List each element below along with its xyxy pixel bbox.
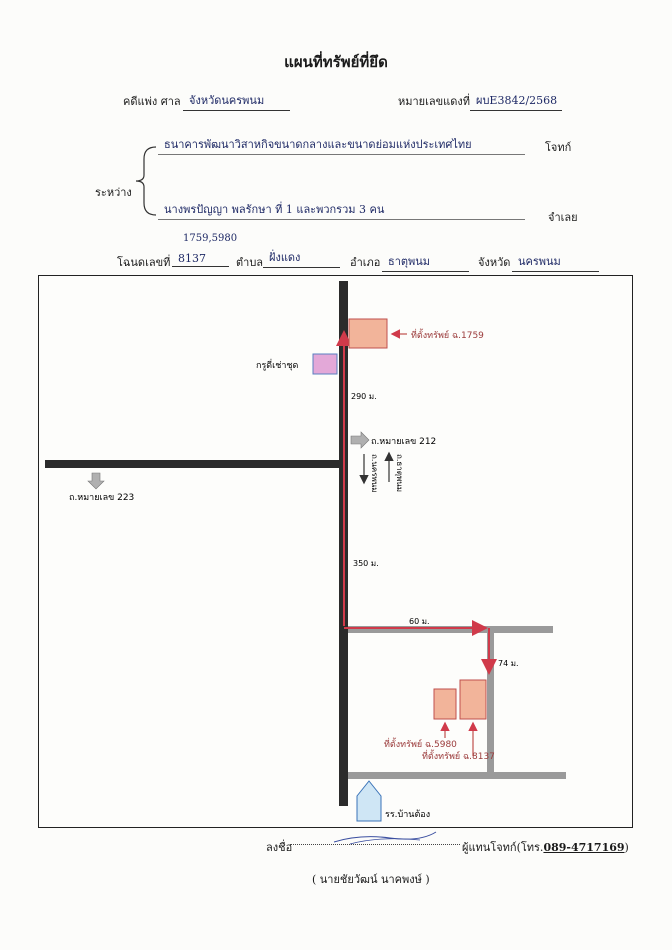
- direction-down-label: ถ.นครพนม: [370, 454, 379, 493]
- defendant-name: นางพรปัญญา พลรักษา ที่ 1 และพวกรวม 3 คน: [158, 200, 525, 220]
- property-5980-plot: [433, 688, 457, 720]
- plaintiff-name: ธนาคารพัฒนาวิสาหกิจขนาดกลางและขนาดย่อมแห…: [158, 135, 525, 155]
- case-number: ผบE3842/2568: [470, 91, 562, 111]
- school-icon: [356, 780, 382, 822]
- road-212-label: ถ.หมายเลข 212: [371, 437, 436, 447]
- deed-number: 8137: [172, 252, 229, 267]
- map-canvas: ที่ตั้งทรัพย์ ฉ.1759 กรูดี่เช่าชุด 290 ม…: [45, 281, 566, 822]
- case-number-label: หมายเลขแดงที่: [398, 95, 470, 108]
- road-horizontal-left: [45, 460, 343, 468]
- distance-290: 290 ม.: [351, 392, 377, 401]
- province-label: จังหวัด: [478, 256, 511, 269]
- shop-landmark-icon: [312, 353, 338, 375]
- between-label: ระหว่าง: [95, 186, 132, 199]
- property-8137-plot: [459, 679, 487, 720]
- district-label: อำเภอ: [350, 256, 381, 269]
- property-1759-label: ที่ตั้งทรัพย์ ฉ.1759: [411, 328, 484, 341]
- province: นครพนม: [512, 252, 599, 272]
- road-223-label: ถ.หมายเลข 223: [69, 493, 134, 503]
- direction-up-label: ถ.ธาตุพนม: [395, 454, 404, 492]
- side-road-bottom: [348, 772, 566, 779]
- property-8137-label: ที่ตั้งทรัพย์ ฉ.8137: [422, 749, 495, 762]
- plaintiff-label: โจทก์: [545, 141, 572, 154]
- road-212-arrow-icon: [350, 431, 370, 449]
- signature-line: [290, 844, 460, 845]
- road-223-arrow-icon: [87, 472, 105, 490]
- court-name: จังหวัดนครพนม: [183, 91, 290, 111]
- signer-name: ( นายชัยวัฒน์ นาคพงษ์ ): [312, 873, 430, 886]
- role-text: ผู้แทนโจทก์(โทร.: [462, 841, 544, 854]
- brace-icon: [135, 146, 157, 216]
- distance-350: 350 ม.: [353, 559, 379, 568]
- property-5980-label: ที่ตั้งทรัพย์ ฉ.5980: [384, 737, 457, 750]
- deed-label: โฉนดเลขที่: [117, 256, 171, 269]
- phone-number: 089-4717169: [543, 841, 625, 854]
- plaintiff-representative-role: ผู้แทนโจทก์(โทร.089-4717169): [462, 838, 629, 856]
- deed-numbers-note: 1759,5980: [183, 233, 238, 244]
- signature-label: ลงชื่อ: [266, 841, 293, 854]
- subdistrict: ฝั่งแดง: [263, 248, 340, 268]
- school-label: รร.บ้านต้อง: [385, 809, 430, 820]
- role-end: ): [624, 841, 629, 854]
- property-map: ที่ตั้งทรัพย์ ฉ.1759 กรูดี่เช่าชุด 290 ม…: [38, 275, 633, 828]
- district: ธาตุพนม: [382, 252, 469, 272]
- defendant-label: จำเลย: [548, 211, 578, 224]
- property-1759-plot: [348, 318, 388, 349]
- side-road-top: [348, 626, 553, 633]
- shop-landmark-label: กรูดี่เช่าชุด: [256, 358, 298, 371]
- subdistrict-label: ตำบล: [236, 256, 264, 269]
- distance-74: 74 ม.: [498, 659, 519, 668]
- page-title: แผนที่ทรัพย์ที่ยึด: [284, 53, 388, 71]
- case-label: คดีแพ่ง ศาล: [123, 95, 181, 108]
- side-road-vertical: [487, 633, 494, 773]
- signature-mark: [333, 831, 437, 845]
- distance-60: 60 ม.: [409, 617, 430, 626]
